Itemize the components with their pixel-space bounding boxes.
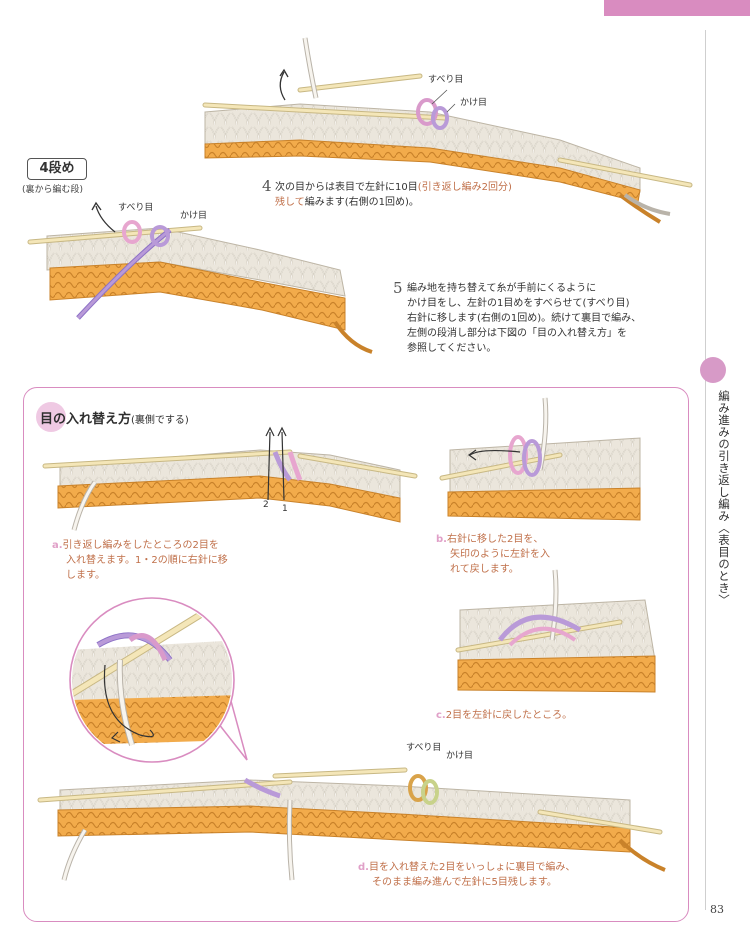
caption-c: c.2目を左針に戻したところ。 xyxy=(436,708,572,723)
row4-fabric-figure xyxy=(27,201,373,354)
panel-figure-c xyxy=(455,569,656,693)
step4-line2b: 編みます(右側の1回め)。 xyxy=(304,197,419,208)
top-fabric-figure xyxy=(202,37,693,224)
page-tab-bar xyxy=(604,0,750,16)
step4-text: 次の目からは表目で左針に10目(引き返し編み2回分) 残して編みます(右側の1回… xyxy=(275,180,512,210)
caption-d-letter: d. xyxy=(358,862,369,873)
side-divider xyxy=(705,30,706,910)
row4-label-kake: かけ目 xyxy=(180,211,208,221)
panel-figure-a xyxy=(42,426,418,531)
panel-figure-b xyxy=(439,397,641,521)
caption-d: d.目を入れ替えた2目をいっしょに裏目で編み、 そのまま編み進んで左針に5目残し… xyxy=(358,860,575,890)
panel-num-2: 2 xyxy=(263,500,269,510)
step5-line-1: 編み地を持ち替えて糸が手前にくるように xyxy=(407,283,597,294)
step4-line1a: 次の目からは表目で左針に10目 xyxy=(275,182,418,193)
caption-b-line-2: 矢印のように左針を入 xyxy=(450,549,550,560)
panel-title: 目の入れ替え方(裏側でする) xyxy=(40,408,189,427)
caption-d-line-1: 目を入れ替えた2目をいっしょに裏目で編み、 xyxy=(368,862,576,873)
top-label-kake: かけ目 xyxy=(460,98,488,108)
top-label-suberi: すべり目 xyxy=(428,75,464,85)
caption-a-line-3: します。 xyxy=(66,570,105,581)
step5-text: 編み地を持ち替えて糸が手前にくるように かけ目をし、左針の1目めをすべらせて(す… xyxy=(407,281,641,356)
step5-line-3: 右針に移します(右側の1回め)。続けて裏目で編み、 xyxy=(407,313,642,324)
closeup-detail xyxy=(69,597,248,763)
panel-title-sub: (裏側でする) xyxy=(131,415,189,426)
caption-a-line-1: 引き返し編みをしたところの2目を xyxy=(62,540,219,551)
panel-figure-d xyxy=(37,767,666,881)
panel-title-dot xyxy=(36,402,66,432)
panel-label-kake: かけ目 xyxy=(446,751,474,761)
panel-label-suberi: すべり目 xyxy=(406,743,442,753)
caption-a-line-2: 入れ替えます。1・2の順に右針に移 xyxy=(66,555,228,566)
step5-line-5: 参照してください。 xyxy=(407,343,497,354)
caption-a-letter: a. xyxy=(52,540,63,551)
caption-c-letter: c. xyxy=(436,710,446,721)
step4-line2a: 残して xyxy=(275,197,305,208)
step5-line-4: 左側の段消し部分は下図の「目の入れ替え方」を xyxy=(407,328,627,339)
caption-d-line-2: そのまま編み進んで左針に5目残します。 xyxy=(372,877,557,888)
caption-b: b.右針に移した2目を、 矢印のように左針を入 れて戻します。 xyxy=(436,532,550,577)
side-marker-dot xyxy=(700,357,726,383)
caption-c-text: 2目を左針に戻したところ。 xyxy=(445,710,573,721)
step5-line-2: かけ目をし、左針の1目めをすべらせて(すべり目) xyxy=(407,298,630,309)
step5-number: 5 xyxy=(393,279,403,297)
caption-a: a.引き返し編みをしたところの2目を 入れ替えます。1・2の順に右針に移 します… xyxy=(52,538,228,583)
page-number: 83 xyxy=(710,903,724,916)
row4-badge: 4段め xyxy=(27,158,87,180)
caption-b-line-1: 右針に移した2目を、 xyxy=(446,534,544,545)
panel-title-main: 目の入れ替え方 xyxy=(40,412,132,427)
row4-label-suberi: すべり目 xyxy=(118,203,154,213)
caption-b-line-3: れて戻します。 xyxy=(450,564,519,575)
side-chapter-title: 編み進みの引き返し編み〈表目のとき〉 xyxy=(717,390,731,606)
caption-b-letter: b. xyxy=(436,534,447,545)
step4-number: 4 xyxy=(262,177,272,195)
row4-subtitle: (裏から編む段) xyxy=(22,185,84,195)
panel-num-1: 1 xyxy=(282,504,288,514)
step4-line1b: (引き返し編み2回分) xyxy=(417,182,512,193)
